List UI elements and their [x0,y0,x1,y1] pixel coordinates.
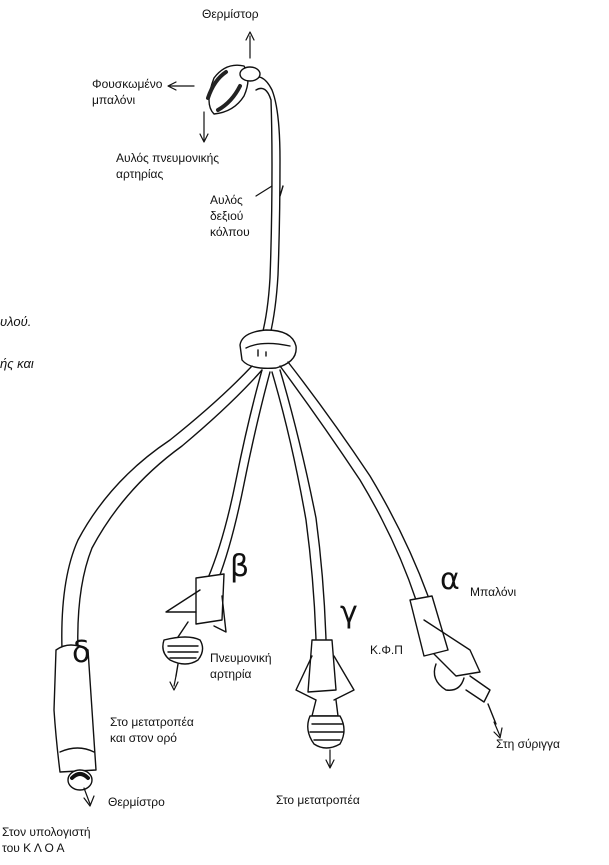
branch-alpha-connector [410,596,496,724]
label-to-syringe: Στη σύριγγα [496,736,560,752]
label-balloon-port: Μπαλόνι [470,584,516,600]
branch-gamma-connector [296,640,354,748]
label-to-computer-line2: του Κ Λ Ο Α [2,840,65,856]
label-pa-lumen-line1: Αυλός πνευμονικής [116,150,219,166]
label-pa-port-line2: αρτηρία [210,666,251,682]
label-branch-beta: β [230,552,249,582]
thermistor-tip [240,67,260,81]
arrow-ra-lumen [256,186,272,196]
label-branch-alpha: α [440,565,460,595]
label-pa-port-line1: Πνευμονική [210,650,272,666]
label-thermistor-top: Θερμίστορ [202,6,259,22]
label-branch-delta: δ [72,638,90,668]
label-ra-lumen-line2: δεξιού [210,208,243,224]
label-branch-gamma: γ [340,598,358,628]
main-catheter-shaft [248,77,280,335]
branch-alpha-tube [280,362,428,600]
arrow-beta-port [174,676,176,686]
text-fragment-1: υλού. [0,314,31,330]
text-fragment-2: ής και [0,356,34,372]
label-ra-lumen-line1: Αυλός [210,192,243,208]
branch-delta-tube [62,366,262,652]
arrow-alpha-port [494,722,500,736]
label-inflated-balloon-line1: Φουσκωμένο [92,76,162,92]
label-thermistor-bottom: Θερμίστρο [108,794,165,810]
label-inflated-balloon-line2: μπαλόνι [92,92,135,108]
label-transducer-serum-line2: και στον ορό [110,730,177,746]
label-ra-lumen-line3: κόλπου [210,224,250,240]
label-to-computer-line1: Στον υπολογιστή [2,824,91,840]
label-to-transducer: Στο μετατροπέα [276,792,360,808]
branch-gamma-tube [272,370,326,640]
label-pa-lumen-line2: αρτηρίας [116,166,163,182]
label-transducer-serum-line1: Στο μετατροπέα [110,714,194,730]
label-cvp: Κ.Φ.Π [370,642,403,658]
